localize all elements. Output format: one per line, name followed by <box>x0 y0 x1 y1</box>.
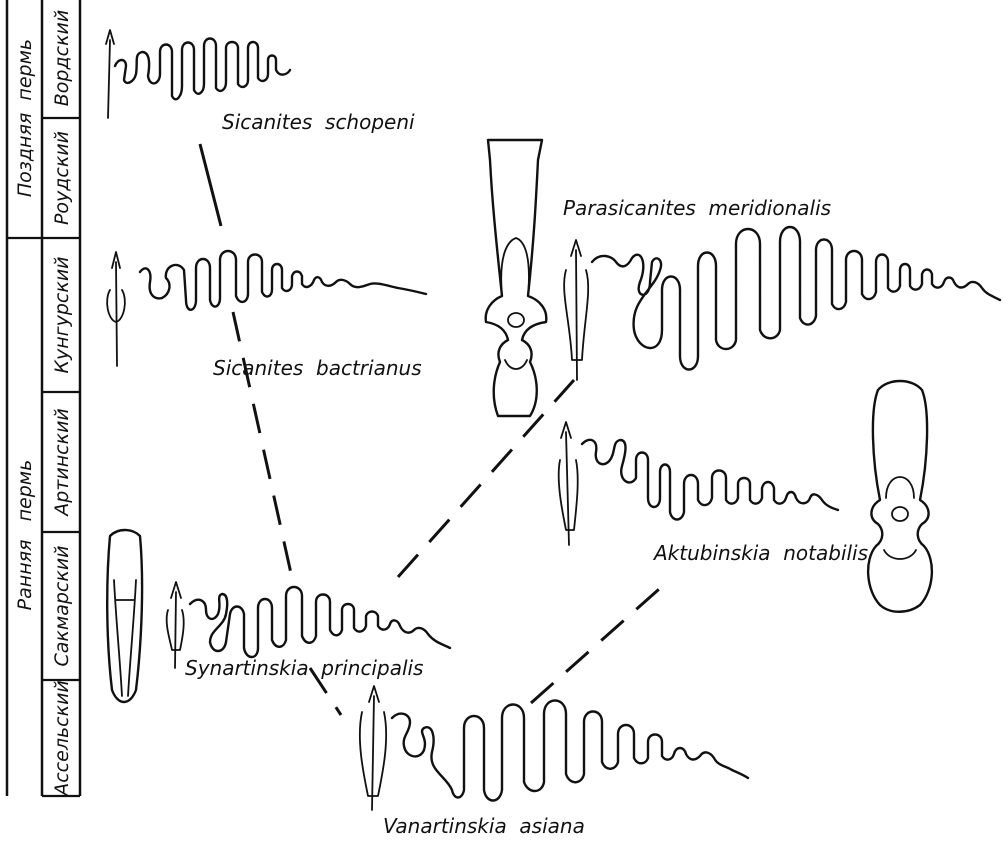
siphuncle-arrow-icon <box>360 686 386 810</box>
stage-label-roud: Роудский <box>51 131 73 225</box>
species-label: Vanartinskia asiana <box>383 814 585 838</box>
species-label: Sicanites bactrianus <box>213 356 422 380</box>
siphuncle-arrow-icon <box>107 252 125 366</box>
suture-line-icon <box>140 251 426 310</box>
phylogeny-links <box>200 144 667 715</box>
species-label: Parasicanites meridionalis <box>563 196 831 220</box>
suture-line-icon <box>115 39 290 100</box>
shell-outline-icon <box>868 381 932 612</box>
suture-line-icon <box>190 587 450 657</box>
epoch-label-late: Поздняя пермь <box>14 39 36 197</box>
species-label: Aktubinskia notabilis <box>652 541 868 565</box>
suture-line-icon <box>592 227 1000 370</box>
species-sicanites-bactrianus: Sicanites bactrianus <box>107 251 426 380</box>
species-sicanites-schopeni: Sicanites schopeni <box>106 30 415 134</box>
stratigraphic-column: Поздняя пермь Ранняя пермь Вордский Роуд… <box>7 0 80 798</box>
species-synartinskia-principalis: Synartinskia principalis <box>107 530 450 702</box>
species-parasicanites-meridionalis: Parasicanites meridionalis <box>486 140 1000 416</box>
shell-outline-icon <box>486 140 547 416</box>
species-label: Synartinskia principalis <box>185 656 423 680</box>
stage-label-kung: Кунгурский <box>51 256 73 373</box>
species-drawings: Sicanites schopeni Sicanites bactrianus <box>106 30 1000 838</box>
siphuncle-arrow-icon <box>106 30 114 118</box>
siphuncle-arrow-icon <box>559 422 578 545</box>
stage-label-vord: Вордский <box>51 10 73 106</box>
epoch-label-early: Ранняя пермь <box>14 460 36 611</box>
stage-label-assel: Ассельский <box>51 680 73 798</box>
species-label: Sicanites schopeni <box>222 110 415 134</box>
link-synartinskia-parasicanites <box>398 380 574 577</box>
species-aktubinskia-notabilis: Aktubinskia notabilis <box>559 381 932 612</box>
stage-label-artin: Артинский <box>51 408 73 518</box>
siphuncle-arrow-icon <box>167 582 184 668</box>
siphuncle-arrow-icon <box>564 240 588 380</box>
link-bactrianus-schopeni <box>200 144 221 226</box>
species-vanartinskia-asiana: Vanartinskia asiana <box>360 686 748 838</box>
stage-label-sakm: Сакмарский <box>51 545 73 666</box>
suture-line-icon <box>392 701 748 801</box>
link-vanartinskia-aktubinskia <box>531 582 667 703</box>
shell-outline-icon <box>107 530 142 702</box>
suture-line-icon <box>582 440 838 520</box>
link-synartinskia-bactrianus <box>233 312 292 578</box>
